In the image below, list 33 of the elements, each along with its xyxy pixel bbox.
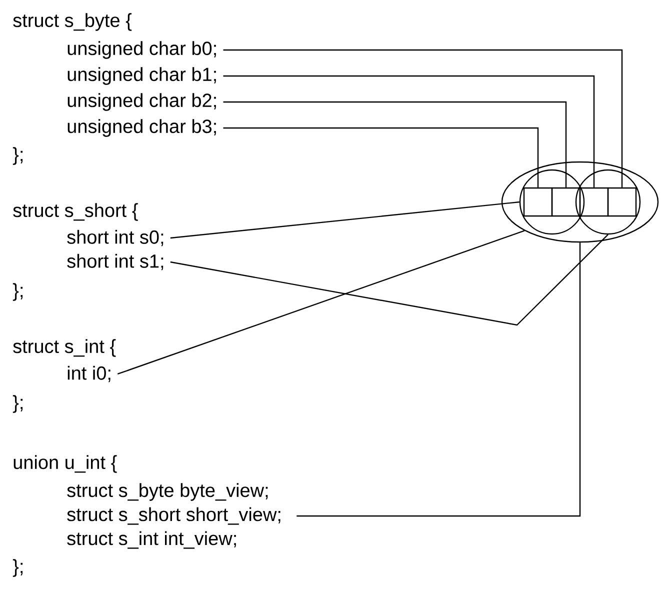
connector-line: [170, 201, 520, 239]
code-line: short int s1;: [67, 254, 164, 270]
connector-line: [223, 101, 567, 188]
byte-box: [607, 187, 637, 217]
code-line: };: [12, 283, 23, 301]
int-ellipse: [501, 161, 659, 243]
code-line: struct s_byte byte_view;: [67, 483, 268, 501]
code-line: struct s_int {: [13, 339, 116, 357]
connector-line: [223, 75, 595, 188]
code-line: struct s_int int_view;: [67, 531, 236, 549]
code-line: unsigned char b1;: [68, 67, 216, 85]
connector-line: [170, 234, 608, 326]
code-line: };: [12, 147, 23, 165]
code-line: unsigned char b0;: [68, 41, 216, 59]
code-line: struct s_byte {: [13, 13, 132, 31]
connector-line: [117, 230, 525, 375]
code-line: unsigned char b2;: [68, 93, 216, 111]
byte-box: [523, 187, 553, 217]
connector-line: [296, 242, 581, 517]
code-line: };: [12, 559, 23, 577]
code-line: union u_int {: [14, 455, 117, 473]
code-line: struct s_short short_view;: [67, 507, 280, 525]
connector-line: [223, 49, 623, 188]
code-line: };: [12, 395, 23, 413]
short-circle: [575, 169, 641, 235]
short-circle: [519, 169, 585, 235]
code-line: struct s_short {: [13, 203, 138, 221]
code-line: int i0;: [68, 366, 110, 382]
connector-line: [223, 127, 539, 188]
code-line: short int s0;: [67, 230, 164, 246]
byte-box: [551, 187, 581, 217]
code-line: unsigned char b3;: [68, 119, 216, 137]
byte-box: [579, 187, 609, 217]
